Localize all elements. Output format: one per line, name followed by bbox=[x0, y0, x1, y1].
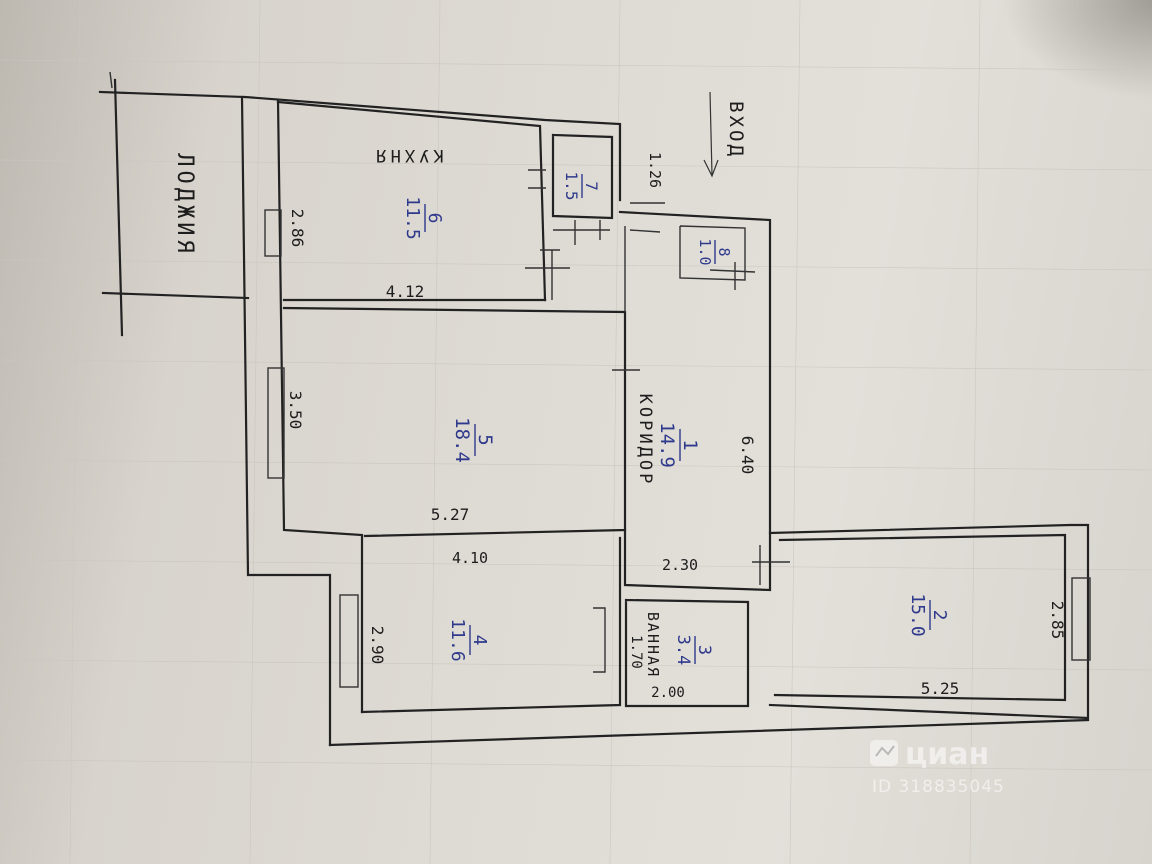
outer-wall-left bbox=[240, 95, 364, 747]
room2-width-dim: 2.85 bbox=[1048, 601, 1067, 640]
bathroom-number: 3 bbox=[694, 645, 714, 655]
room4-width-dim: 2.90 bbox=[368, 626, 387, 665]
room4-length-dim: 4.10 bbox=[452, 549, 488, 567]
corridor bbox=[612, 202, 772, 592]
bathroom-height-dim: 2.00 bbox=[651, 685, 685, 701]
room2-number: 2 bbox=[929, 610, 950, 621]
loggia-label: ЛОДЖИЯ bbox=[172, 153, 197, 256]
corridor-number: 1 bbox=[679, 439, 701, 450]
storage-room bbox=[679, 225, 756, 290]
bathroom-label: ВАННАЯ bbox=[644, 612, 662, 678]
dimension-labels: 2.86 4.12 3.50 5.27 4.10 2.90 6.40 2.30 … bbox=[286, 152, 1067, 701]
watermark: циан ID 318835045 bbox=[870, 737, 1005, 797]
entrance-arrow bbox=[703, 91, 719, 178]
bathroom-width-dim: 2.30 bbox=[662, 556, 698, 574]
watermark-logo-icon bbox=[870, 740, 898, 766]
kitchen-door bbox=[525, 169, 570, 300]
wc-area: 1.5 bbox=[562, 172, 581, 201]
room4-number: 4 bbox=[469, 635, 490, 646]
wc-number: 7 bbox=[582, 181, 601, 191]
page-shadow bbox=[1000, 0, 1152, 100]
kitchen-length-dim: 4.12 bbox=[386, 282, 425, 301]
room-labels: 6 11.5 7 1.5 8 1.0 5 18.4 1 bbox=[402, 172, 950, 666]
room2-window bbox=[1071, 577, 1091, 661]
room5-window bbox=[267, 367, 285, 479]
room2 bbox=[328, 523, 1091, 747]
room2-length-dim: 5.25 bbox=[921, 679, 960, 698]
corridor-label: КОРИДОР bbox=[635, 394, 655, 487]
top-wall bbox=[243, 95, 627, 538]
corridor-length-dim: 6.40 bbox=[738, 436, 757, 475]
watermark-brand: циан bbox=[905, 737, 989, 772]
bathroom bbox=[624, 545, 790, 708]
room5-area: 18.4 bbox=[451, 417, 473, 463]
storage-number: 8 bbox=[715, 247, 733, 256]
storage-area: 1.0 bbox=[696, 238, 714, 265]
kitchen-window bbox=[264, 209, 282, 257]
entrance-dim: 1.26 bbox=[646, 152, 664, 188]
kitchen-label: КУХНЯ bbox=[372, 145, 443, 165]
room-names: ЛОДЖИЯ КУХНЯ КОРИДОР ВАННАЯ ВХОД bbox=[172, 101, 747, 678]
wc-room bbox=[551, 133, 614, 245]
room5-number: 5 bbox=[474, 434, 496, 445]
entrance-label: ВХОД bbox=[725, 101, 747, 159]
bathroom-area: 3.4 bbox=[673, 635, 693, 666]
bathroom-length-dim: 1.70 bbox=[628, 635, 644, 669]
loggia bbox=[98, 71, 250, 337]
room5-length-dim: 5.27 bbox=[431, 505, 470, 524]
room4 bbox=[360, 536, 622, 714]
corridor-area: 14.9 bbox=[656, 422, 678, 468]
kitchen-width-dim: 2.86 bbox=[288, 209, 307, 248]
kitchen-number: 6 bbox=[424, 213, 445, 224]
room4-window bbox=[339, 594, 359, 688]
room5-width-dim: 3.50 bbox=[286, 391, 305, 430]
room2-area: 15.0 bbox=[907, 593, 928, 636]
watermark-id: ID 318835045 bbox=[872, 777, 1005, 797]
room4-area: 11.6 bbox=[447, 618, 468, 661]
kitchen-area: 11.5 bbox=[402, 196, 423, 239]
